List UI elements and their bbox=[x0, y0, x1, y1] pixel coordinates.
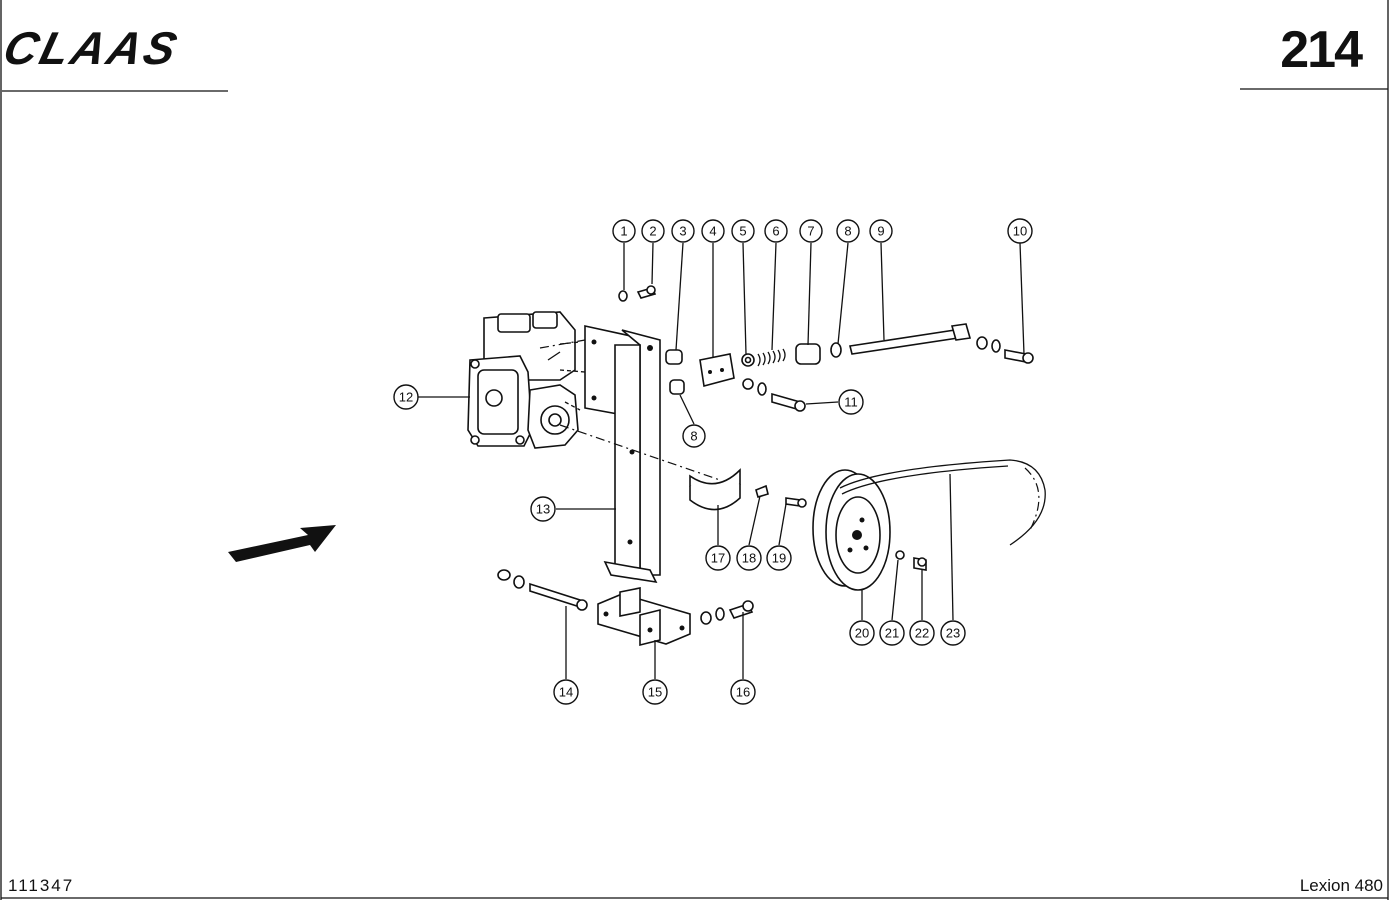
svg-text:10: 10 bbox=[1013, 224, 1027, 239]
page-number: 214 bbox=[1280, 21, 1363, 79]
svg-text:12: 12 bbox=[399, 390, 413, 405]
svg-text:6: 6 bbox=[772, 224, 779, 239]
callout-11: 11 bbox=[838, 389, 864, 415]
svg-text:11: 11 bbox=[844, 395, 858, 410]
alignment-line bbox=[539, 339, 586, 349]
svg-text:13: 13 bbox=[536, 502, 550, 517]
svg-text:5: 5 bbox=[739, 224, 746, 239]
logo-wordmark: CLAAS bbox=[0, 23, 185, 74]
svg-text:19: 19 bbox=[772, 551, 786, 566]
claas-logo: CLAAS bbox=[0, 23, 185, 74]
svg-text:14: 14 bbox=[559, 685, 573, 700]
small-parts-top bbox=[618, 285, 1034, 412]
callout-18: 18 bbox=[736, 545, 762, 571]
callout-17: 17 bbox=[705, 545, 731, 571]
callout-21: 21 bbox=[879, 620, 905, 646]
drive-belt bbox=[839, 459, 1046, 546]
callout-19: 19 bbox=[766, 545, 792, 571]
callout-22: 22 bbox=[909, 620, 935, 646]
svg-text:22: 22 bbox=[915, 626, 929, 641]
svg-text:18: 18 bbox=[742, 551, 756, 566]
svg-text:8: 8 bbox=[844, 224, 851, 239]
callout-7: 7 bbox=[799, 219, 823, 243]
callout-3: 3 bbox=[671, 219, 695, 243]
svg-text:23: 23 bbox=[946, 626, 960, 641]
svg-text:7: 7 bbox=[807, 224, 814, 239]
svg-text:3: 3 bbox=[679, 224, 686, 239]
lower-bracket bbox=[497, 569, 754, 647]
callout-20: 20 bbox=[849, 620, 875, 646]
compressor bbox=[467, 311, 586, 449]
callout-8-lower: 8 bbox=[682, 424, 706, 448]
svg-text:4: 4 bbox=[709, 224, 716, 239]
callout-15: 15 bbox=[642, 679, 668, 705]
model-name: Lexion 480 bbox=[1299, 876, 1383, 895]
alignment-line bbox=[559, 424, 721, 481]
svg-text:8: 8 bbox=[690, 429, 697, 444]
callout-12: 12 bbox=[393, 384, 419, 410]
callout-14: 14 bbox=[553, 679, 579, 705]
mounting-bracket bbox=[584, 325, 661, 584]
leader-lines bbox=[418, 242, 1025, 679]
callout-4: 4 bbox=[701, 219, 725, 243]
callout-6: 6 bbox=[764, 219, 788, 243]
callout-16: 16 bbox=[730, 679, 756, 705]
svg-text:17: 17 bbox=[711, 551, 725, 566]
callout-23: 23 bbox=[940, 620, 966, 646]
svg-text:9: 9 bbox=[877, 224, 884, 239]
document-number: 111347 bbox=[8, 876, 75, 895]
callout-10: 10 bbox=[1007, 218, 1033, 244]
callout-2: 2 bbox=[641, 219, 665, 243]
callout-9: 9 bbox=[869, 219, 893, 243]
svg-text:15: 15 bbox=[648, 685, 662, 700]
callout-8: 8 bbox=[836, 219, 860, 243]
callout-13: 13 bbox=[530, 496, 556, 522]
svg-text:21: 21 bbox=[885, 626, 899, 641]
small-parts-mid bbox=[689, 468, 807, 511]
callout-1: 1 bbox=[612, 219, 636, 243]
svg-text:20: 20 bbox=[855, 626, 869, 641]
svg-text:2: 2 bbox=[649, 224, 656, 239]
direction-arrow bbox=[228, 525, 336, 562]
svg-text:1: 1 bbox=[620, 224, 627, 239]
pulley bbox=[812, 469, 927, 591]
callout-5: 5 bbox=[731, 219, 755, 243]
svg-text:16: 16 bbox=[736, 685, 750, 700]
